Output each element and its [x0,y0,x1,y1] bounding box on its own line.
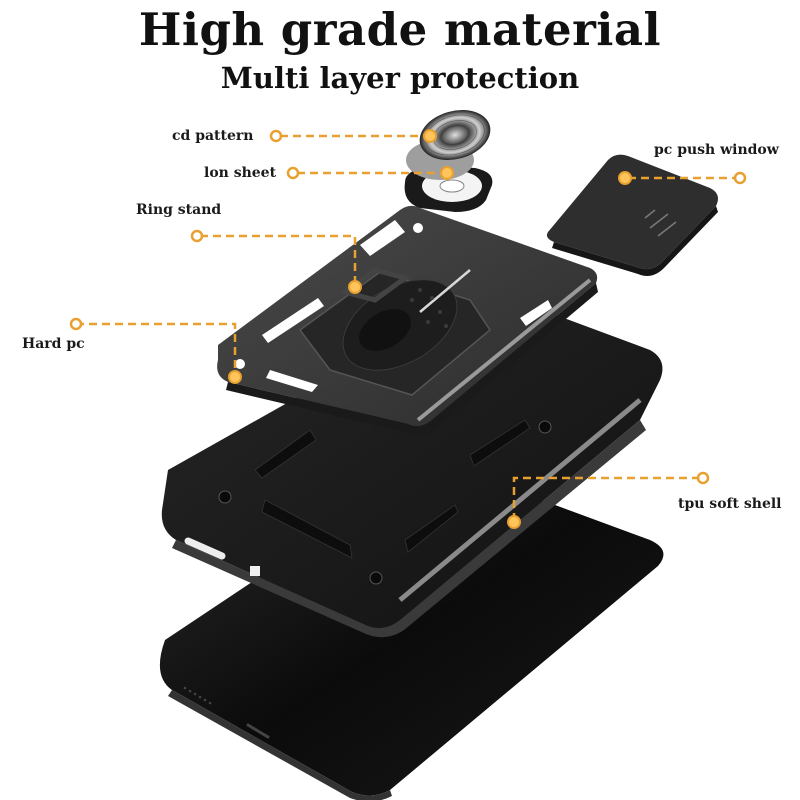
camera-cover-assembly [404,110,493,212]
anchor-dot-icon [618,171,632,185]
callout-line-hard-pc [76,322,237,376]
callout-label-hard-pc: Hard pc [22,336,85,352]
anchor-dot-icon [440,166,454,180]
callout-open-endpoints [69,129,747,485]
anchor-dot-icon [228,370,242,384]
anchor-dot-icon [507,515,521,529]
phone-body [159,464,664,800]
callout-label-ring-stand: Ring stand [136,202,222,218]
endpoint-icon [286,166,300,180]
callout-label-ion-sheet: lon sheet [204,165,277,181]
anchor-dot-icon [423,129,437,143]
callout-line-ring-stand [200,234,357,286]
hard-pc-plate [217,205,598,436]
pc-push-window-part [546,154,718,276]
endpoint-icon [733,171,747,185]
anchor-dot-icon [348,280,362,294]
endpoint-icon [69,317,83,331]
endpoint-icon [190,229,204,243]
endpoint-icon [269,129,283,143]
headline-title: High grade material [138,3,662,56]
callout-label-pc-push-window: pc push window [654,142,779,158]
endpoint-icon [696,471,710,485]
callout-anchor-dots [228,129,632,529]
callout-label-cd-pattern: cd pattern [172,128,254,144]
callout-line-tpu-soft-shell [512,476,700,522]
callout-label-tpu-soft-shell: tpu soft shell [678,496,782,512]
tpu-soft-shell-part [161,294,663,638]
callout-lines [76,134,738,522]
headline-subtitle: Multi layer protection [220,61,580,95]
